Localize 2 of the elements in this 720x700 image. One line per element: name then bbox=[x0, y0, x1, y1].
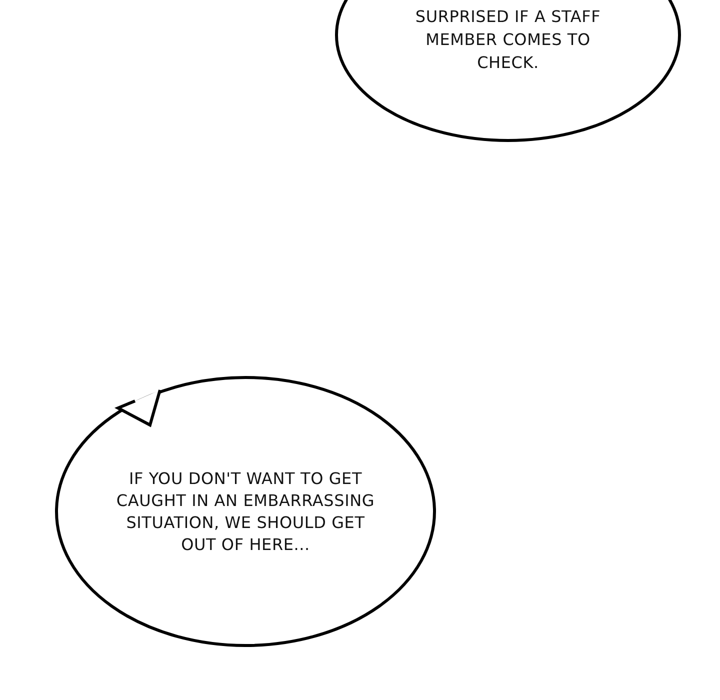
speech-text: IF YOU DON'T WANT TO GET CAUGHT IN AN EMBARRASSING SITUATION, WE SHOULD GET OUT OF HERE... bbox=[115, 468, 376, 556]
speech-text: SURPRISED IF A STAFF MEMBER COMES TO CHECK. bbox=[414, 6, 602, 74]
